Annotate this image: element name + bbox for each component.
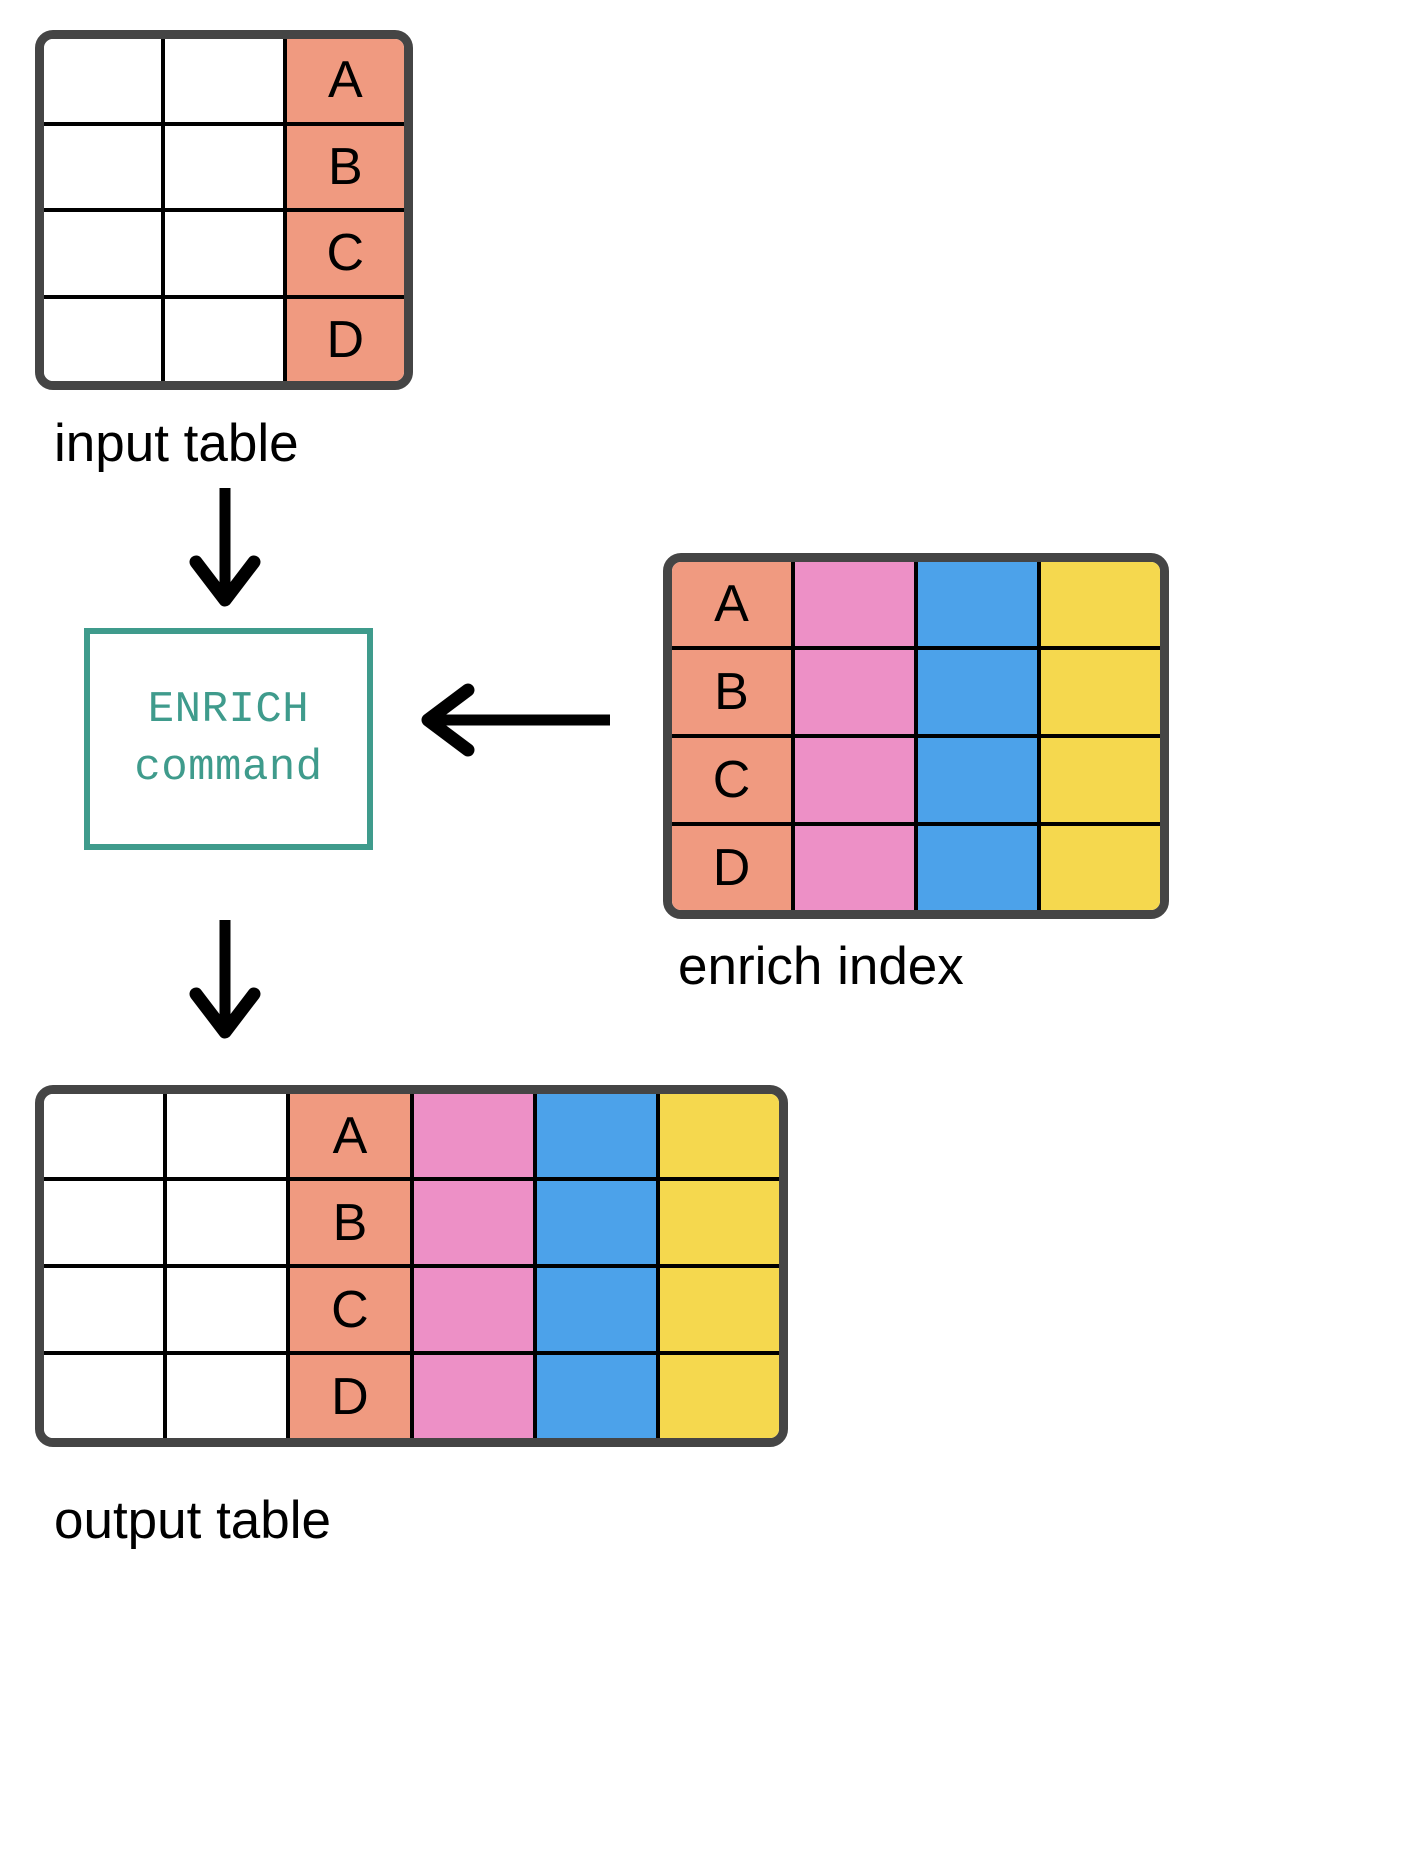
table-cell bbox=[165, 39, 287, 122]
table-cell bbox=[167, 1181, 291, 1264]
table-cell bbox=[659, 1181, 779, 1264]
table-cell: A bbox=[290, 1094, 414, 1177]
table-cell bbox=[167, 1355, 291, 1438]
table-cell bbox=[918, 650, 1041, 734]
table-cell: A bbox=[672, 562, 795, 646]
table-cell bbox=[44, 212, 166, 295]
table-row: B bbox=[672, 650, 1160, 738]
enrich-command-box[interactable]: ENRICH command bbox=[84, 628, 373, 850]
table-cell bbox=[44, 39, 166, 122]
input-table-caption: input table bbox=[54, 414, 299, 473]
table-row: B bbox=[44, 125, 404, 212]
table-cell bbox=[1041, 562, 1160, 646]
table-cell bbox=[165, 125, 287, 208]
table-cell bbox=[1041, 650, 1160, 734]
table-cell: B bbox=[672, 650, 795, 734]
table-cell bbox=[413, 1181, 537, 1264]
table-cell bbox=[44, 298, 166, 381]
table-cell bbox=[44, 1094, 168, 1177]
table-row: A bbox=[672, 562, 1160, 650]
arrow-index-to-command-icon bbox=[420, 680, 610, 760]
table-row: D bbox=[672, 826, 1160, 910]
table-cell bbox=[44, 1181, 168, 1264]
table-row: D bbox=[44, 298, 404, 381]
table-cell: B bbox=[290, 1181, 414, 1264]
table-cell bbox=[536, 1268, 660, 1351]
arrow-command-to-output-icon bbox=[180, 920, 270, 1040]
table-cell bbox=[659, 1355, 779, 1438]
table-row: C bbox=[44, 212, 404, 299]
table-cell bbox=[413, 1094, 537, 1177]
table-cell bbox=[413, 1268, 537, 1351]
table-cell bbox=[44, 1355, 168, 1438]
table-row: B bbox=[44, 1181, 779, 1268]
table-cell bbox=[536, 1355, 660, 1438]
table-cell bbox=[795, 738, 918, 822]
enrich-command-line-2: command bbox=[134, 743, 323, 793]
table-row: D bbox=[44, 1355, 779, 1438]
table-row: C bbox=[672, 738, 1160, 826]
table-cell bbox=[167, 1268, 291, 1351]
enrich-index-caption: enrich index bbox=[678, 937, 964, 996]
table-cell bbox=[659, 1094, 779, 1177]
table-cell bbox=[44, 1268, 168, 1351]
table-cell: D bbox=[672, 826, 795, 910]
table-cell bbox=[536, 1094, 660, 1177]
table-cell bbox=[918, 738, 1041, 822]
table-cell: D bbox=[286, 298, 404, 381]
table-cell bbox=[795, 650, 918, 734]
table-cell bbox=[795, 562, 918, 646]
table-cell: B bbox=[286, 125, 404, 208]
table-cell: C bbox=[290, 1268, 414, 1351]
enrich-command-line-1: ENRICH bbox=[147, 684, 310, 735]
table-cell bbox=[795, 826, 918, 910]
output-table-caption: output table bbox=[54, 1491, 332, 1550]
table-cell bbox=[165, 212, 287, 295]
table-cell bbox=[413, 1355, 537, 1438]
table-cell: D bbox=[290, 1355, 414, 1438]
table-cell bbox=[44, 125, 166, 208]
table-row: C bbox=[44, 1268, 779, 1355]
table-cell bbox=[1041, 826, 1160, 910]
table-cell bbox=[165, 298, 287, 381]
table-cell bbox=[918, 826, 1041, 910]
table-cell bbox=[536, 1181, 660, 1264]
table-cell bbox=[918, 562, 1041, 646]
table-cell: C bbox=[672, 738, 795, 822]
table-row: A bbox=[44, 1094, 779, 1181]
table-cell bbox=[1041, 738, 1160, 822]
arrow-input-to-command-icon bbox=[180, 488, 270, 608]
table-row: A bbox=[44, 39, 404, 126]
table-cell bbox=[167, 1094, 291, 1177]
table-cell: A bbox=[286, 39, 404, 122]
table-cell bbox=[659, 1268, 779, 1351]
table-cell: C bbox=[286, 212, 404, 295]
